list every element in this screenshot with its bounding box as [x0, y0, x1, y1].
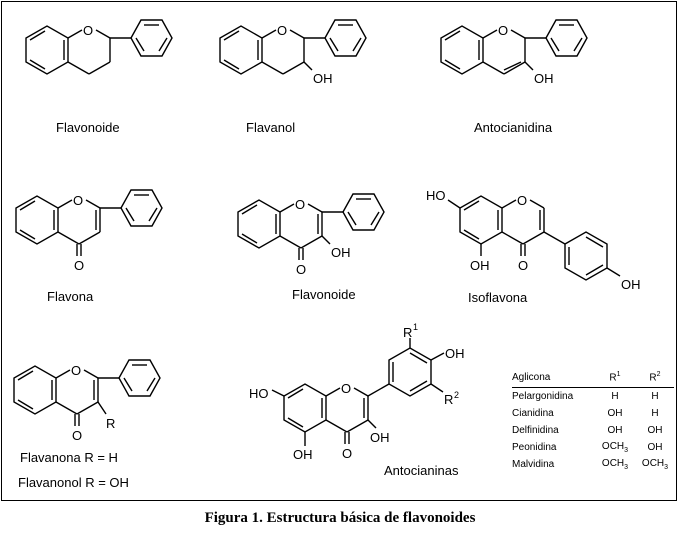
table-row: Pelargonidina H H: [512, 388, 674, 405]
label-antocianidina: Antocianidina: [474, 120, 553, 135]
carbonyl-oxygen-atom: O: [518, 258, 528, 273]
r1-superscript: 1: [413, 322, 418, 332]
hydroxyl-group-5: OH: [293, 447, 313, 462]
carbonyl-oxygen-atom: O: [74, 258, 84, 273]
label-flavonoide-2: Flavonoide: [292, 287, 356, 302]
table-cell: OCH3: [641, 458, 669, 471]
table-cell: OCH3: [601, 441, 629, 454]
carbonyl-oxygen-atom: O: [72, 428, 82, 443]
structure-antocianinas: HO O OH O OH R 1 OH R 2: [249, 322, 465, 462]
table-row: Malvidina OCH3 OCH3: [512, 456, 674, 473]
table-header-row: Aglicona R1 R2: [512, 368, 674, 388]
r2-superscript: 2: [454, 390, 459, 400]
figure-frame: [1, 1, 677, 501]
label-flavona: Flavona: [47, 289, 94, 304]
structure-flavanol: O OH: [219, 19, 367, 86]
table-cell: Delfinidina: [512, 425, 559, 436]
table-cell: R1: [609, 371, 621, 384]
hydroxyl-group-4prime: OH: [445, 346, 465, 361]
r1-substituent: R: [403, 325, 412, 340]
hydroxyl-group-3: OH: [370, 430, 390, 445]
table-cell: OH: [647, 442, 663, 453]
ring-oxygen-atom: O: [73, 193, 83, 208]
ring-oxygen-atom: O: [71, 363, 81, 378]
structure-flavona: O O: [15, 189, 163, 273]
table-row: Cianidina OH H: [512, 405, 674, 422]
table-row: Delfinidina OH OH: [512, 422, 674, 439]
label-flavanona: Flavanona R = H: [20, 450, 118, 465]
ring-oxygen-atom: O: [83, 23, 93, 38]
hydroxyl-group: OH: [331, 245, 351, 260]
carbonyl-oxygen-atom: O: [342, 446, 352, 461]
ring-oxygen-atom: O: [277, 23, 287, 38]
table-cell: Malvidina: [512, 459, 555, 470]
table-cell: OCH3: [601, 458, 629, 471]
table-cell: H: [651, 408, 659, 419]
hydroxyl-group-4prime: OH: [621, 277, 641, 292]
label-antocianinas: Antocianinas: [384, 463, 459, 478]
hydroxyl-group-5: OH: [470, 258, 490, 273]
label-flavanonol: Flavanonol R = OH: [18, 475, 129, 490]
structure-flavanona: O O R: [13, 359, 161, 443]
table-cell: H: [651, 391, 659, 402]
hydroxyl-group: OH: [534, 71, 554, 86]
structure-isoflavona: HO O OH O OH: [426, 188, 641, 292]
hydroxyl-group-7: HO: [426, 188, 446, 203]
ring-oxygen-atom: O: [498, 23, 508, 38]
hydroxyl-group: OH: [313, 71, 333, 86]
ring-oxygen-atom: O: [341, 381, 351, 396]
label-flavonoide: Flavonoide: [56, 120, 120, 135]
table-cell: Peonidina: [512, 442, 557, 453]
table-cell: OH: [647, 425, 663, 436]
structure-flavonoide-flavonol: O O OH: [237, 193, 385, 277]
carbonyl-oxygen-atom: O: [296, 262, 306, 277]
structure-antocianidina: O OH: [440, 19, 588, 86]
table-row: Peonidina OCH3 OH: [512, 439, 674, 456]
table-cell: H: [611, 391, 619, 402]
table-cell: Cianidina: [512, 408, 554, 419]
hydroxyl-group-7: HO: [249, 386, 269, 401]
table-cell: Pelargonidina: [512, 391, 574, 402]
table-cell: Aglicona: [512, 372, 551, 383]
figure-caption: Figura 1. Estructura básica de flavonoid…: [204, 510, 476, 526]
label-isoflavona: Isoflavona: [468, 290, 528, 305]
table-cell: OH: [607, 408, 623, 419]
structure-flavonoide: O: [25, 19, 173, 75]
r-substituent: R: [106, 416, 115, 431]
r2-substituent: R: [444, 392, 453, 407]
table-cell: R2: [649, 371, 661, 384]
ring-oxygen-atom: O: [295, 197, 305, 212]
ring-oxygen-atom: O: [517, 193, 527, 208]
table-cell: OH: [607, 425, 623, 436]
label-flavanol: Flavanol: [246, 120, 295, 135]
